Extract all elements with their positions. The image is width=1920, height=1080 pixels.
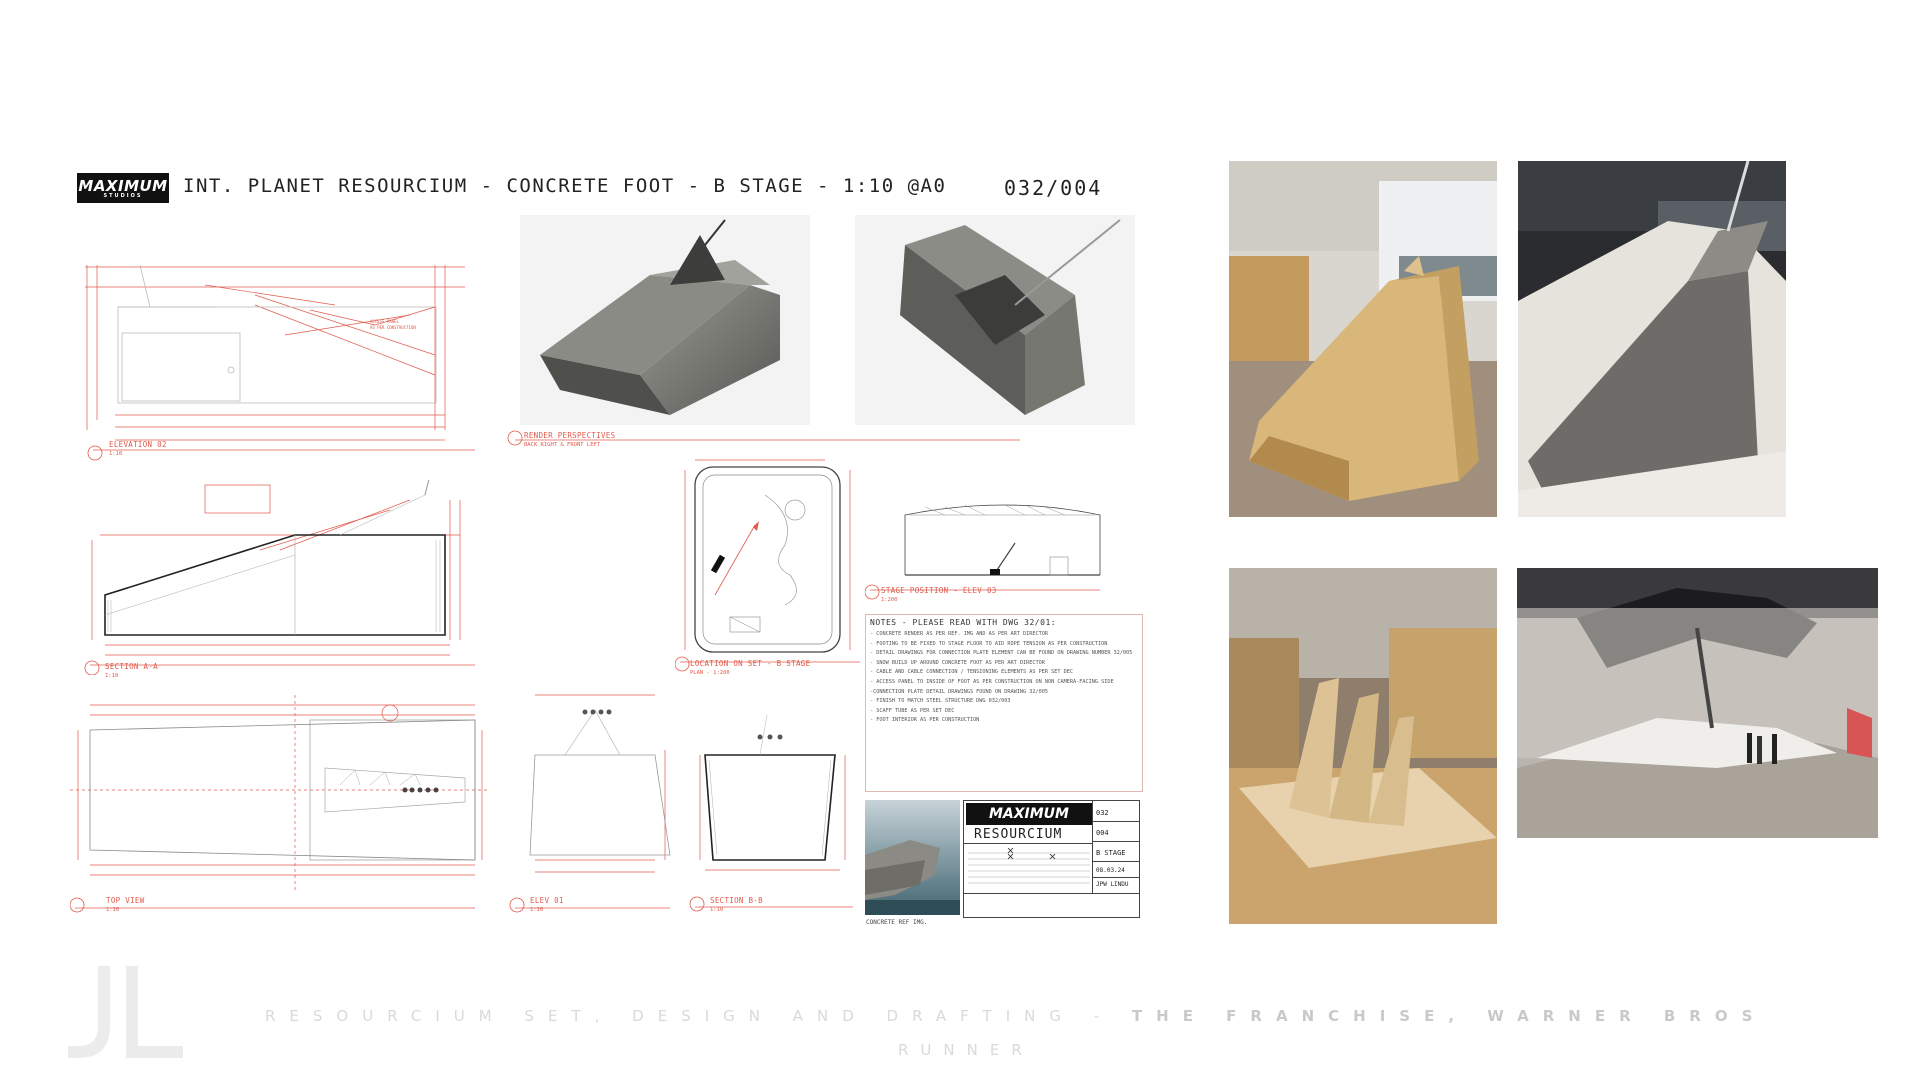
notes-panel: NOTES - PLEASE READ WITH DWG 32/01: - CO… bbox=[865, 614, 1143, 792]
note-item: - CONCRETE RENDER AS PER REF. IMG AND AS… bbox=[870, 631, 1049, 637]
note-item: - ACCESS PANEL TO INSIDE OF FOOT AS PER … bbox=[870, 678, 1114, 685]
title-block-drawing-no: 004 bbox=[1096, 829, 1109, 837]
notes-title: NOTES - PLEASE READ WITH DWG 32/01: bbox=[870, 618, 1057, 627]
section-bb-drawing bbox=[689, 714, 853, 912]
elev-01-label: ELEV 01 bbox=[530, 896, 564, 905]
jl-monogram-logo bbox=[68, 966, 183, 1058]
section-bb-scale: 1:10 bbox=[710, 907, 724, 913]
elev-01-drawing bbox=[509, 694, 671, 913]
top-view-label: TOP VIEW bbox=[106, 896, 145, 905]
photo-plywood-connection-plate bbox=[1229, 568, 1497, 924]
render-back-right bbox=[520, 215, 810, 425]
svg-text:ACCESS PANEL: ACCESS PANEL bbox=[370, 319, 399, 324]
photo-concrete-foot-snow bbox=[1518, 161, 1786, 517]
location-on-set-scale: PLAN - 1:200 bbox=[690, 670, 730, 676]
note-item: - FOOT INTERIOR AS PER CONSTRUCTION bbox=[870, 717, 980, 724]
title-block-location: B STAGE bbox=[1096, 849, 1126, 857]
note-item: - FINISH TO MATCH STEEL STRUCTURE DWG 03… bbox=[870, 698, 1011, 705]
logo-sub: STUDIOS bbox=[103, 193, 143, 199]
note-item: - SCAFF TUBE AS PER SET DEC bbox=[870, 707, 955, 714]
footer-role: RUNNER bbox=[898, 1041, 1034, 1059]
note-item: - FOOTING TO BE FIXED TO STAGE FLOOR TO … bbox=[870, 640, 1108, 647]
elevation-02-scale: 1:10 bbox=[109, 451, 123, 457]
render-annotation-left bbox=[300, 265, 303, 271]
stage-position-elevation bbox=[865, 504, 1101, 600]
sheet-number: 032/004 bbox=[1004, 176, 1103, 200]
title-block: MAXIMUM RESOURCIUM 032 004 B STAGE 08.03… bbox=[963, 800, 1140, 918]
maximum-studios-logo: MAXIMUM STUDIOS bbox=[77, 173, 169, 203]
title-block-date: 08.03.24 bbox=[1096, 867, 1125, 874]
title-block-drawn-by: JPW LINDU bbox=[1096, 881, 1129, 888]
photo-plywood-mockup-tent bbox=[1229, 161, 1497, 517]
footer-credit-light: RESOURCIUM SET, DESIGN AND DRAFTING - bbox=[265, 1007, 1132, 1025]
location-on-set-label: LOCATION ON SET - B STAGE bbox=[690, 659, 811, 668]
concrete-ref-caption: CONCRETE REF IMG. bbox=[866, 919, 928, 926]
title-block-logo: MAXIMUM bbox=[966, 803, 1092, 825]
title-block-set-name: RESOURCIUM bbox=[974, 827, 1063, 842]
svg-text:AS PER CONSTRUCTION: AS PER CONSTRUCTION bbox=[370, 325, 416, 330]
notes-list: - CONCRETE RENDER AS PER REF. IMG AND AS… bbox=[866, 630, 1142, 726]
elev-01-scale: 1:10 bbox=[530, 907, 544, 913]
location-on-set-plan bbox=[675, 459, 860, 672]
note-item: - CABLE AND CABLE CONNECTION / TENSIONIN… bbox=[870, 669, 1074, 676]
note-item: -CONNECTION PLATE DETAIL DRAWINGS FOUND … bbox=[870, 688, 1049, 695]
section-aa-drawing bbox=[84, 480, 475, 675]
render-perspectives-label: RENDER PERSPECTIVES bbox=[524, 431, 616, 440]
stage-position-label: STAGE POSITION - ELEV 03 bbox=[881, 586, 997, 595]
render-label-line bbox=[507, 430, 1020, 446]
render-perspectives-sub: BACK RIGHT & FRONT LEFT bbox=[524, 442, 601, 448]
footer-credit: RESOURCIUM SET, DESIGN AND DRAFTING - TH… bbox=[265, 1007, 1766, 1025]
sheet-title: INT. PLANET RESOURCIUM - CONCRETE FOOT -… bbox=[183, 175, 947, 197]
section-aa-label: SECTION A-A bbox=[105, 662, 158, 671]
top-view-scale: 1:10 bbox=[106, 907, 120, 913]
note-item: - SNOW BUILD UP AROUND CONCRETE FOOT AS … bbox=[870, 659, 1045, 666]
photo-b-stage-wide bbox=[1517, 568, 1878, 838]
elevation-02-drawing: ACCESS PANEL AS PER CONSTRUCTION bbox=[85, 264, 475, 461]
concrete-ref-image bbox=[865, 800, 960, 915]
top-view-drawing bbox=[70, 695, 490, 913]
footer-credit-bold: THE FRANCHISE, WARNER BROS bbox=[1131, 1007, 1767, 1025]
render-front-left bbox=[855, 215, 1135, 425]
title-block-checklist bbox=[968, 847, 1090, 884]
logo-text: MAXIMUM bbox=[78, 177, 168, 195]
section-aa-scale: 1:10 bbox=[105, 673, 119, 679]
section-bb-label: SECTION B-B bbox=[710, 896, 763, 905]
stage-position-scale: 1:200 bbox=[881, 597, 898, 603]
elevation-02-label: ELEVATION 02 bbox=[109, 440, 167, 449]
title-block-set-no: 032 bbox=[1096, 809, 1109, 817]
note-item: - DETAIL DRAWINGS FOR CONNECTION PLATE E… bbox=[870, 650, 1133, 657]
